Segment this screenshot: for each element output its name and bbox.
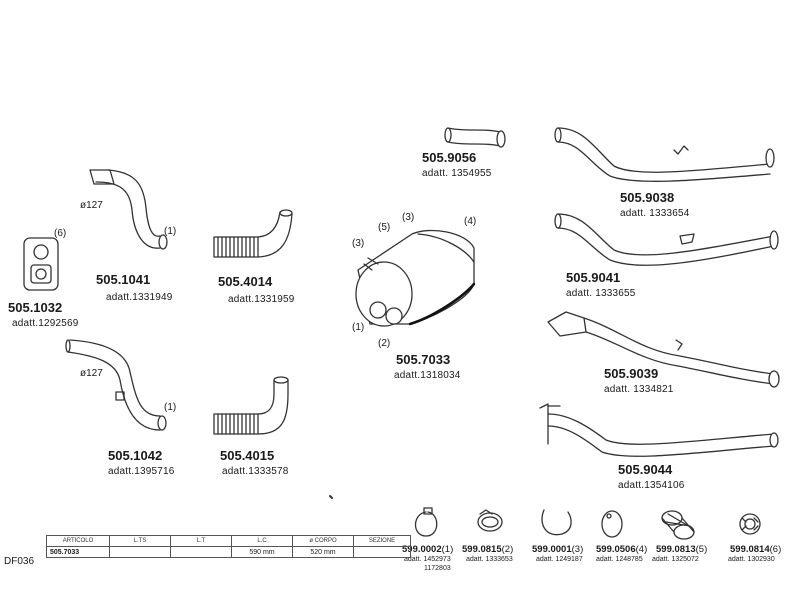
part-code: 505.9041 bbox=[566, 270, 621, 285]
pipe-505-9041 bbox=[554, 213, 779, 266]
part-adatt: adatt.1292569 bbox=[12, 318, 79, 329]
sleeve-599-0813-icon bbox=[661, 510, 695, 540]
accessory-code: 599.0815(2) bbox=[462, 544, 514, 555]
ref-callout: (1) bbox=[352, 322, 365, 333]
spec-cell: 520 mm bbox=[292, 546, 354, 558]
sheet-id: DF036 bbox=[4, 556, 35, 567]
spec-table-header: ARTICOLO L.TS L.T L.C ø CORPO SEZIONE bbox=[46, 535, 411, 547]
spec-header-cell: ø CORPO bbox=[292, 535, 354, 547]
spec-cell bbox=[170, 546, 232, 558]
part-code: 505.1042 bbox=[108, 448, 163, 463]
part-adatt: adatt.1395716 bbox=[108, 466, 175, 477]
accessory-adatt: adatt. 1248785 bbox=[596, 556, 643, 563]
accessory-code: 599.0813(5) bbox=[656, 544, 708, 555]
flange-505-1032 bbox=[23, 237, 59, 291]
accessory-code: 599.0814(6) bbox=[730, 544, 782, 555]
clamp-599-0002-icon bbox=[414, 507, 438, 537]
accessory-adatt: adatt. 1333653 bbox=[466, 556, 513, 563]
ref-callout: (5) bbox=[378, 222, 391, 233]
diameter-callout: ø127 bbox=[80, 200, 103, 211]
part-code: 505.9044 bbox=[618, 462, 673, 477]
accessory-adatt: adatt. 1325072 bbox=[652, 556, 699, 563]
part-adatt: adatt. 1333654 bbox=[620, 208, 690, 219]
part-adatt: adatt.1318034 bbox=[394, 370, 461, 381]
clamp-599-0001-icon bbox=[541, 509, 572, 536]
part-code: 505.9038 bbox=[620, 190, 675, 205]
accessory-code: 599.0001(3) bbox=[532, 544, 584, 555]
ref-callout: (3) bbox=[402, 212, 415, 223]
spec-table: ARTICOLO L.TS L.T L.C ø CORPO SEZIONE 50… bbox=[46, 535, 411, 558]
pipe-505-4015 bbox=[213, 376, 289, 435]
part-adatt: adatt.1331949 bbox=[106, 292, 173, 303]
part-code: 505.4014 bbox=[218, 274, 273, 289]
part-adatt: adatt.1354106 bbox=[618, 480, 685, 491]
ref-callout: (3) bbox=[352, 238, 365, 249]
spec-header-cell: L.T bbox=[170, 535, 232, 547]
pipe-505-9044 bbox=[539, 403, 779, 457]
part-code: 505.9056 bbox=[422, 150, 477, 165]
spec-header-cell: ARTICOLO bbox=[46, 535, 110, 547]
part-code: 505.4015 bbox=[220, 448, 275, 463]
spec-header-cell: L.TS bbox=[109, 535, 171, 547]
part-adatt: adatt. 1334821 bbox=[604, 384, 674, 395]
pipe-505-9039 bbox=[547, 311, 780, 388]
part-code: 505.9039 bbox=[604, 366, 659, 381]
pipe-505-1041 bbox=[89, 169, 168, 250]
spec-header-cell: SEZIONE bbox=[353, 535, 411, 547]
diameter-callout: ø127 bbox=[80, 368, 103, 379]
spec-cell bbox=[109, 546, 171, 558]
silencer-505-7033 bbox=[355, 229, 476, 327]
ref-callout: (1) bbox=[164, 226, 177, 237]
accessory-adatt: 1172803 bbox=[424, 565, 451, 572]
spec-cell bbox=[353, 546, 411, 558]
part-adatt: adatt. 1354955 bbox=[422, 168, 492, 179]
accessory-adatt: adatt. 1249187 bbox=[536, 556, 583, 563]
ref-callout: (1) bbox=[164, 402, 177, 413]
ref-callout: (2) bbox=[378, 338, 391, 349]
pipe-505-9038 bbox=[554, 127, 775, 182]
part-adatt: adatt. 1333655 bbox=[566, 288, 636, 299]
ref-callout: (6) bbox=[54, 228, 67, 239]
pipe-505-9056 bbox=[444, 127, 506, 148]
accessory-adatt: adatt. 1302930 bbox=[728, 556, 775, 563]
part-adatt: adatt.1333578 bbox=[222, 466, 289, 477]
accessory-adatt: adatt. 1452973 bbox=[404, 556, 451, 563]
part-code: 505.1032 bbox=[8, 300, 63, 315]
ref-callout: (4) bbox=[464, 216, 477, 227]
accessory-code: 599.0506(4) bbox=[596, 544, 648, 555]
gasket-599-0506-icon bbox=[601, 510, 623, 538]
spec-cell: 590 mm bbox=[231, 546, 293, 558]
spec-table-row: 505.7033 590 mm 520 mm bbox=[46, 546, 411, 558]
clamp-599-0815-icon bbox=[477, 509, 503, 532]
part-adatt: adatt.1331959 bbox=[228, 294, 295, 305]
accessory-code: 599.0002(1) bbox=[402, 544, 454, 555]
spec-header-cell: L.C bbox=[231, 535, 293, 547]
pipe-505-4014 bbox=[213, 209, 293, 258]
part-code: 505.7033 bbox=[396, 352, 451, 367]
spec-cell: 505.7033 bbox=[46, 546, 110, 558]
part-code: 505.1041 bbox=[96, 272, 151, 287]
pipe-505-1042 bbox=[65, 339, 167, 431]
ring-599-0814-icon bbox=[739, 513, 761, 535]
